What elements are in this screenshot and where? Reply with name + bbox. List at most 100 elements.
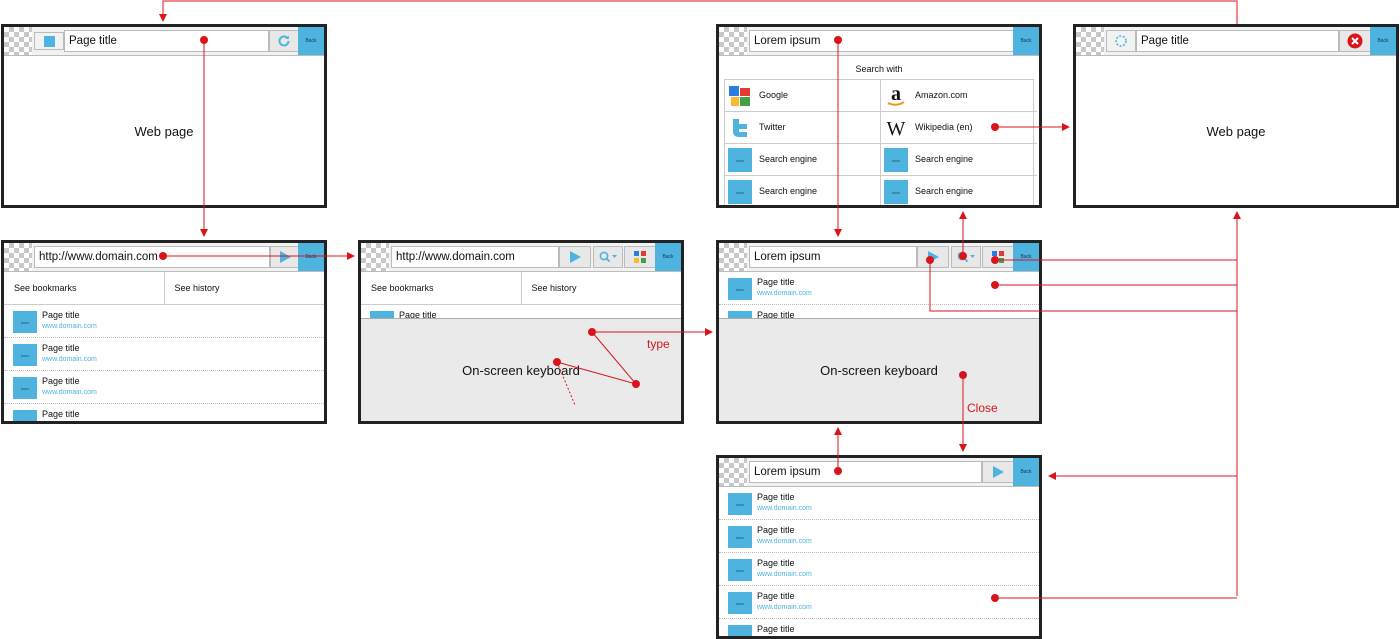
list-item[interactable]: icon Page title www.domain.com [719, 586, 1039, 619]
item-url: www.domain.com [757, 604, 812, 611]
site-icon: icon [13, 377, 37, 399]
page-title-field[interactable]: Page title [64, 30, 269, 52]
item-url: www.domain.com [757, 505, 812, 512]
screen-url-focused: http://www.domain.com Back See bookmarks… [1, 240, 327, 424]
tabs-icon[interactable] [4, 243, 32, 271]
list-item[interactable]: icon Page title [719, 619, 1039, 636]
on-screen-keyboard[interactable]: On-screen keyboard [719, 318, 1039, 421]
loading-indicator [1106, 30, 1136, 52]
back-button[interactable]: Back [1013, 458, 1039, 486]
item-url: www.domain.com [757, 290, 812, 297]
stop-icon [1347, 33, 1363, 49]
see-bookmarks-button[interactable]: See bookmarks [371, 283, 434, 293]
bookmarks-history-bar: See bookmarks See history [361, 272, 681, 305]
search-engine-icon: icon [728, 180, 752, 204]
screen-url-keyboard: http://www.domain.com Back See bookmarks… [358, 240, 684, 424]
url-input[interactable]: http://www.domain.com [34, 246, 270, 268]
web-page-content: Web page [134, 124, 194, 139]
type-annotation: type [647, 337, 670, 351]
back-button[interactable]: Back [1370, 27, 1396, 55]
close-annotation: Close [967, 401, 998, 415]
back-button[interactable]: Back [298, 27, 324, 55]
site-icon: icon [728, 625, 752, 636]
toolbar: http://www.domain.com Back [4, 243, 324, 272]
tabs-icon[interactable] [1076, 27, 1104, 55]
site-icon: icon [728, 592, 752, 614]
play-icon [279, 251, 291, 263]
search-input[interactable]: Lorem ipsum [749, 246, 917, 268]
page-title-field[interactable]: Page title [1136, 30, 1339, 52]
engine-generic[interactable]: icon Search engine [725, 176, 881, 205]
list-item[interactable]: icon Page title www.domain.com [4, 305, 324, 338]
go-button[interactable] [270, 246, 300, 268]
google-icon [729, 86, 750, 106]
engine-wikipedia[interactable]: W Wikipedia (en) [881, 112, 1037, 144]
site-icon: icon [728, 278, 752, 300]
item-title: Page title [757, 310, 795, 320]
list-item[interactable]: icon Page title www.domain.com [719, 487, 1039, 520]
item-title: Page title [757, 591, 795, 601]
engine-google[interactable]: Google [725, 80, 881, 112]
on-screen-keyboard[interactable]: On-screen keyboard [361, 318, 681, 421]
list-item[interactable]: icon Page title [4, 404, 324, 421]
see-history-button[interactable]: See history [163, 272, 325, 304]
screen-page-loaded: Page title Back Web page [1, 24, 327, 208]
url-input[interactable]: http://www.domain.com [391, 246, 559, 268]
reload-button[interactable] [269, 30, 299, 52]
see-history-button[interactable]: See history [520, 272, 682, 304]
toolbar: Page title Back [4, 27, 324, 56]
search-engine-icon: icon [728, 148, 752, 172]
item-title: Page title [757, 492, 795, 502]
stop-button[interactable] [1339, 30, 1371, 52]
back-button[interactable]: Back [298, 243, 324, 271]
go-button[interactable] [559, 246, 591, 268]
engine-twitter[interactable]: Twitter [725, 112, 881, 144]
tabs-icon[interactable] [719, 243, 747, 271]
toolbar: Page title Back [1076, 27, 1396, 56]
engine-generic[interactable]: icon Search engine [881, 176, 1037, 205]
toolbar: Lorem ipsum Back [719, 243, 1039, 272]
item-url: www.domain.com [42, 356, 97, 363]
list-item[interactable]: icon Page title www.domain.com [719, 520, 1039, 553]
search-input[interactable]: Lorem ipsum [749, 30, 1014, 52]
engine-label: Search engine [759, 154, 818, 164]
svg-text:a: a [891, 84, 901, 105]
item-title: Page title [399, 310, 437, 320]
search-input[interactable]: Lorem ipsum [749, 461, 982, 483]
search-engine-selector[interactable] [593, 246, 623, 268]
engine-label: Search engine [915, 186, 974, 196]
flow-type-gesture [556, 331, 638, 385]
flow-type-gesture-tail [556, 361, 576, 406]
item-title: Page title [757, 277, 795, 287]
back-button[interactable]: Back [1013, 243, 1039, 271]
engine-label: Amazon.com [915, 90, 968, 100]
tabs-icon[interactable] [361, 243, 389, 271]
item-url: www.domain.com [42, 389, 97, 396]
site-icon: icon [13, 311, 37, 333]
tabs-icon[interactable] [4, 27, 32, 55]
item-title: Page title [757, 525, 795, 535]
list-item[interactable]: icon Page title www.domain.com [719, 272, 1039, 305]
reload-icon [278, 35, 290, 47]
engine-generic[interactable]: icon Search engine [881, 144, 1037, 176]
back-button[interactable]: Back [655, 243, 681, 271]
engine-generic[interactable]: icon Search engine [725, 144, 881, 176]
list-item[interactable]: icon Page title www.domain.com [4, 338, 324, 371]
search-engine-grid: Google a Amazon.com Twitter W Wikipedia … [724, 79, 1037, 205]
engine-label: Twitter [759, 122, 786, 132]
play-icon [569, 251, 581, 263]
list-item[interactable]: icon Page title www.domain.com [719, 553, 1039, 586]
tabs-icon[interactable] [719, 27, 747, 55]
svg-text:W: W [887, 118, 906, 140]
list-item[interactable]: icon Page title www.domain.com [4, 371, 324, 404]
site-icon: icon [728, 526, 752, 548]
spinner-icon [1115, 35, 1127, 47]
toolbar: Lorem ipsum Back [719, 27, 1039, 56]
go-button[interactable] [917, 246, 949, 268]
see-bookmarks-button[interactable]: See bookmarks [14, 283, 77, 293]
back-button[interactable]: Back [1013, 27, 1039, 55]
engine-amazon[interactable]: a Amazon.com [881, 80, 1037, 112]
site-icon: icon [13, 344, 37, 366]
engine-label: Wikipedia (en) [915, 122, 973, 132]
tabs-icon[interactable] [719, 458, 747, 486]
